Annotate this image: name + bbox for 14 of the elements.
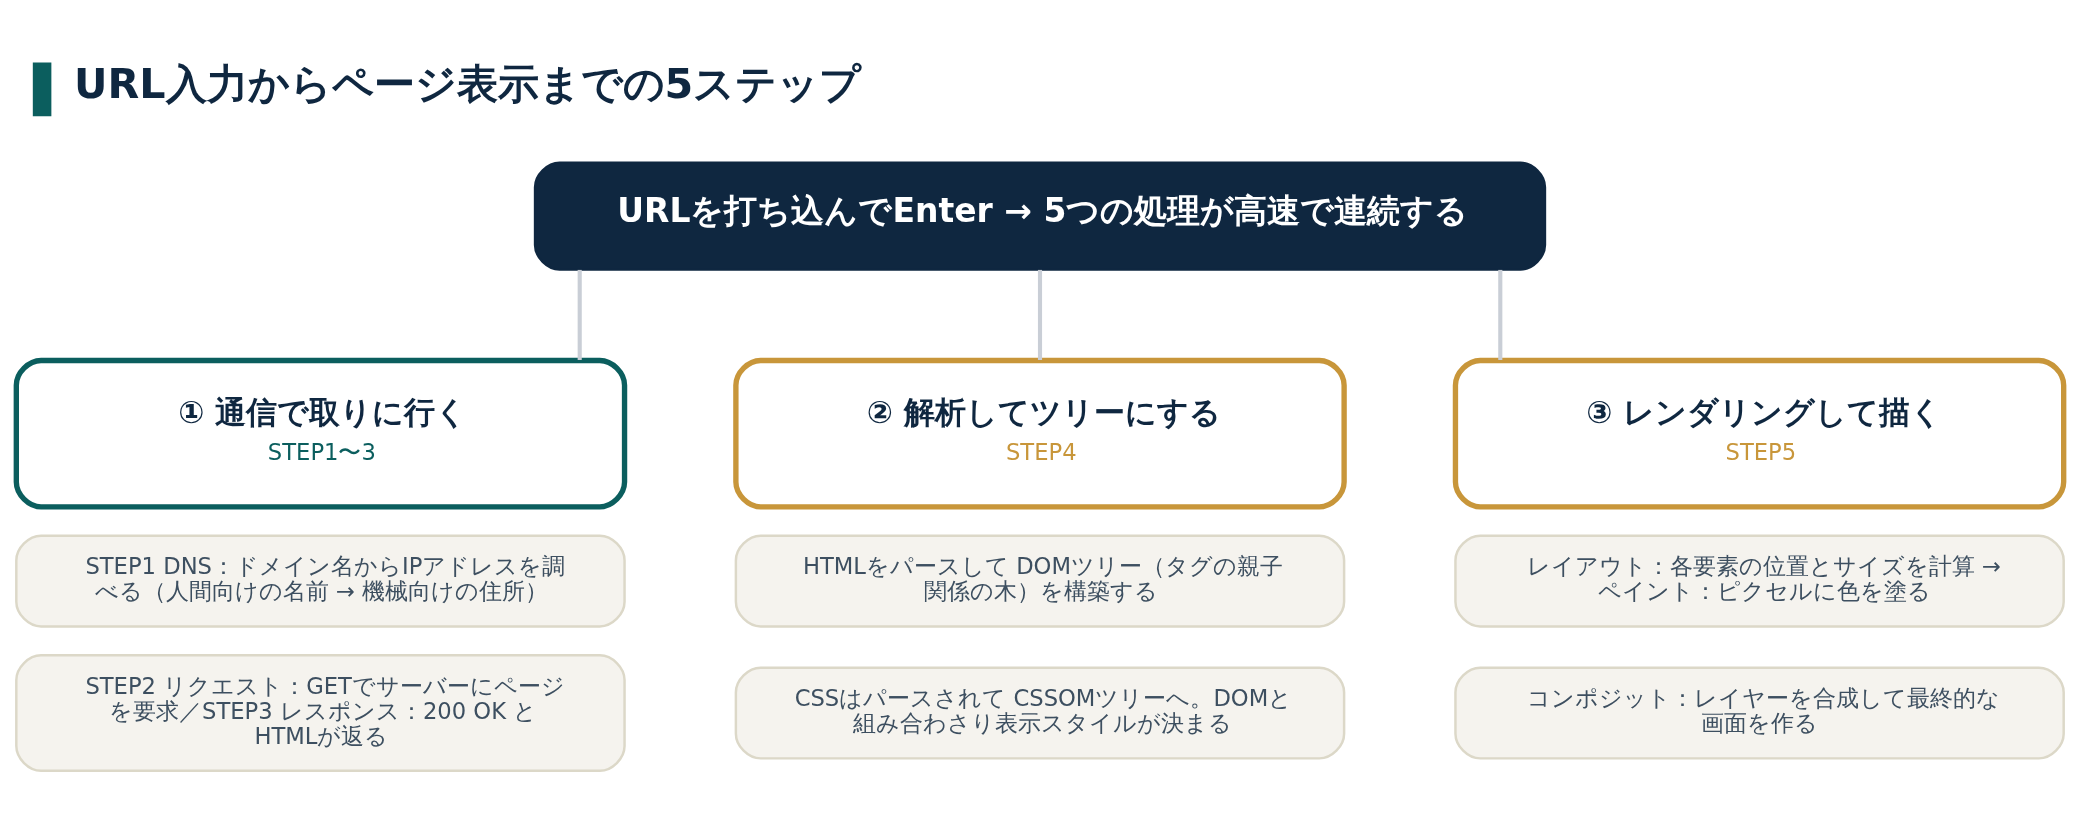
connector: [577, 269, 582, 360]
node-box: コンポジット：レイヤーを合成して最終的な画面を作る: [1454, 666, 2065, 760]
connector: [1037, 269, 1043, 360]
node-box: STEP2 リクエスト：GETでサーバーにページを要求／STEP3 レスポンス：200 OK とHTMLが返る: [15, 654, 626, 772]
node-box: ① 通信で取りに行く STEP1〜3: [13, 357, 628, 510]
node-box: ③ レンダリングして描く STEP5: [1452, 357, 2067, 510]
diagram-title: URL入力からページ表示までの5ステップ: [74, 59, 862, 108]
node-box: CSSはパースされて CSSOMツリーへ。DOMと組み合わさり表示スタイルが決まる: [734, 666, 1346, 760]
connector: [1498, 269, 1503, 360]
node-box: STEP1 DNS：ドメイン名からIPアドレスを調べる（人間向けの名前 → 機械向けの住所）: [15, 534, 626, 628]
node-box: レイアウト：各要素の位置とサイズを計算 → ペイント：ピクセルに色を塗る: [1454, 534, 2065, 628]
node-box: HTMLをパースして DOMツリー（タグの親子関係の木）を構築する: [734, 534, 1346, 628]
node-box: URLを打ち込んでEnter → 5つの処理が高速で連続する: [533, 161, 1547, 271]
node-box: ② 解析してツリーにする STEP4: [733, 357, 1347, 510]
